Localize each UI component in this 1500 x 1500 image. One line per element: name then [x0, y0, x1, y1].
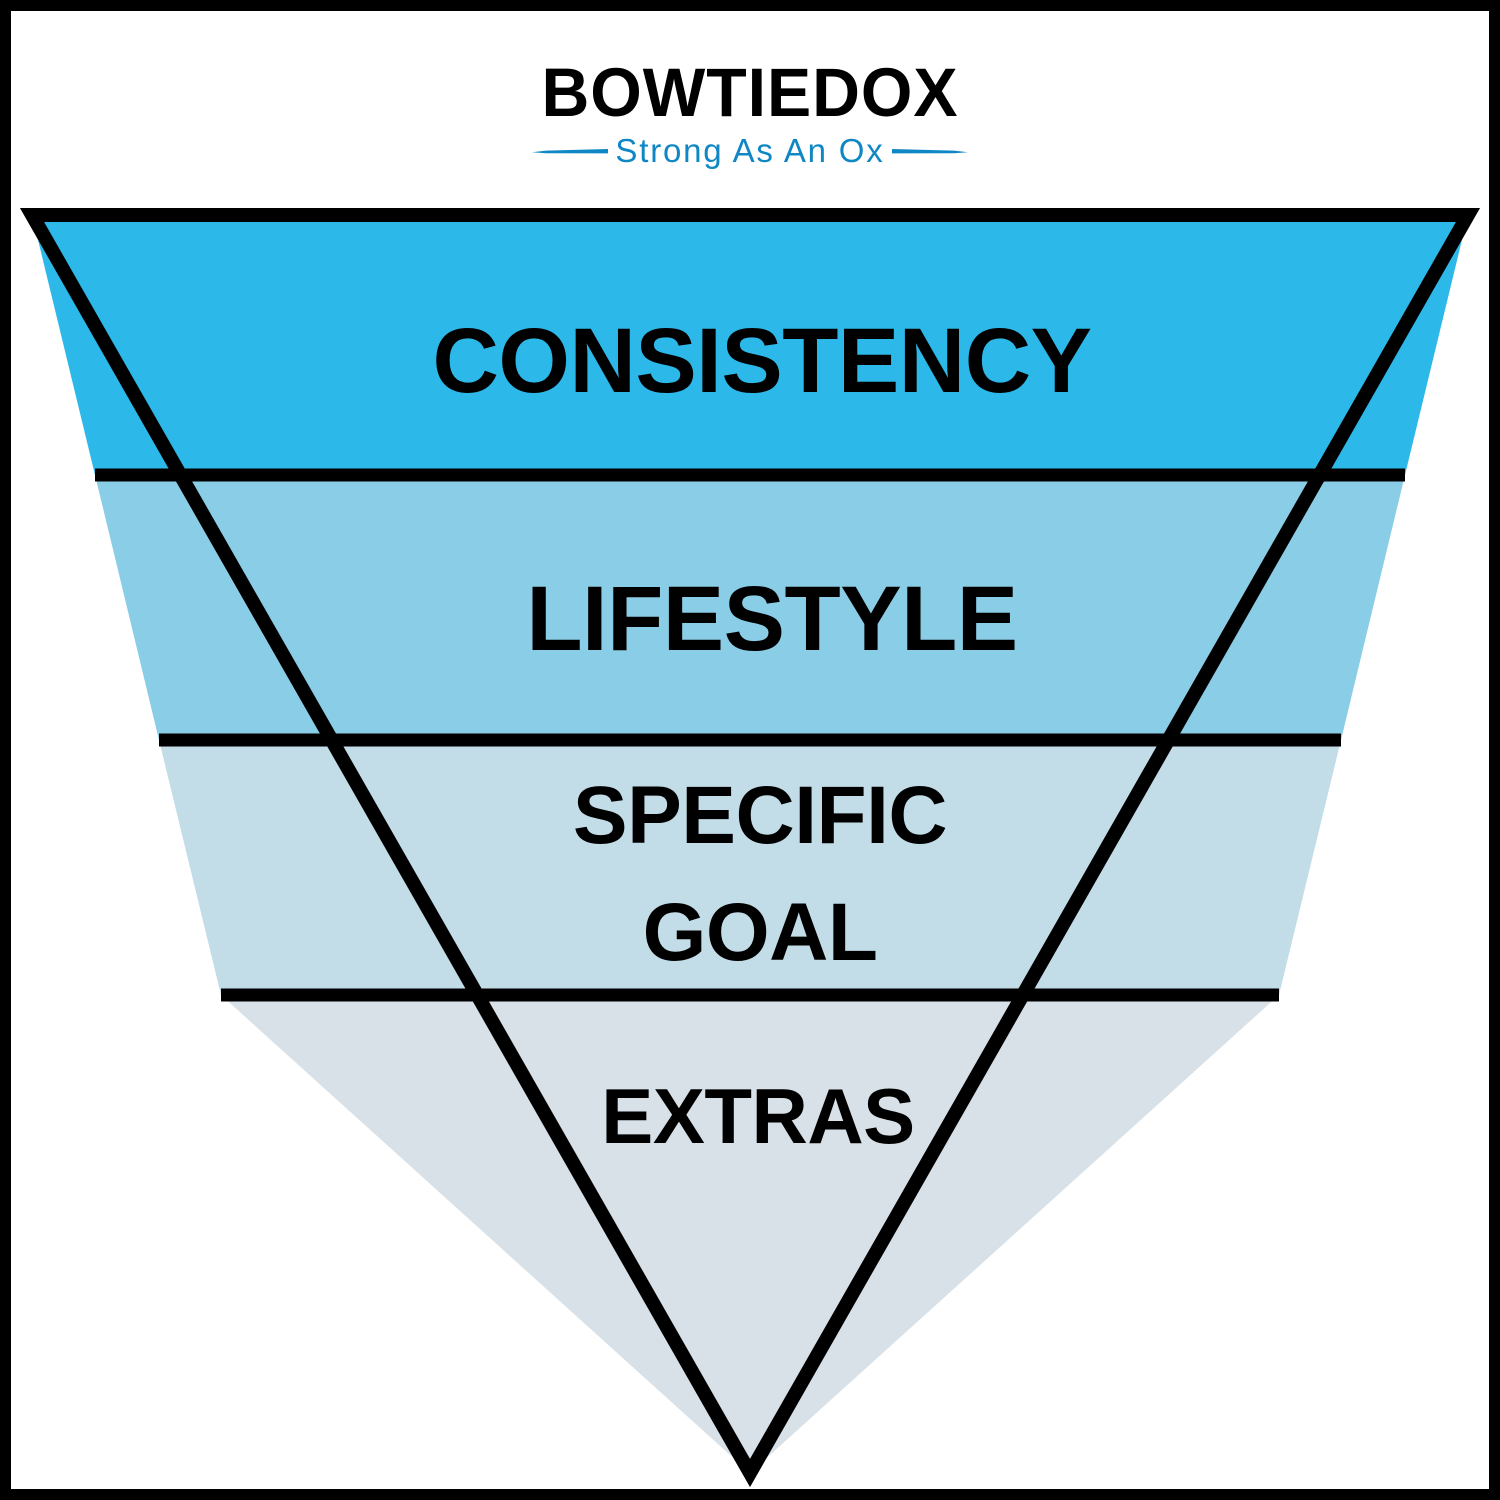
dash-left-icon: [532, 148, 609, 154]
brand-wordmark: BOWTIEDOX: [541, 54, 959, 131]
brand-lockup: BOWTIEDOX Strong As An Ox: [0, 54, 1500, 169]
pyramid-segment-consistency[interactable]: CONSISTENCY: [32, 215, 1468, 475]
svg-text:EXTRAS: EXTRAS: [601, 1072, 914, 1160]
pyramid-outline: [19, 208, 1481, 1488]
svg-text:SPECIFIC: SPECIFIC: [573, 770, 947, 861]
dash-right-icon: [891, 148, 968, 154]
svg-text:GOAL: GOAL: [643, 887, 878, 978]
brand-tagline-row: Strong As An Ox: [0, 133, 1500, 169]
svg-text:CONSISTENCY: CONSISTENCY: [432, 310, 1091, 412]
pyramid-segment-lifestyle[interactable]: LIFESTYLE: [95, 475, 1405, 740]
svg-text:LIFESTYLE: LIFESTYLE: [526, 568, 1017, 670]
pyramid-segment-specific-goal[interactable]: SPECIFIC GOAL: [159, 740, 1341, 995]
pyramid-segment-extras[interactable]: EXTRAS: [221, 995, 1279, 1473]
brand-tagline: Strong As An Ox: [615, 132, 885, 169]
